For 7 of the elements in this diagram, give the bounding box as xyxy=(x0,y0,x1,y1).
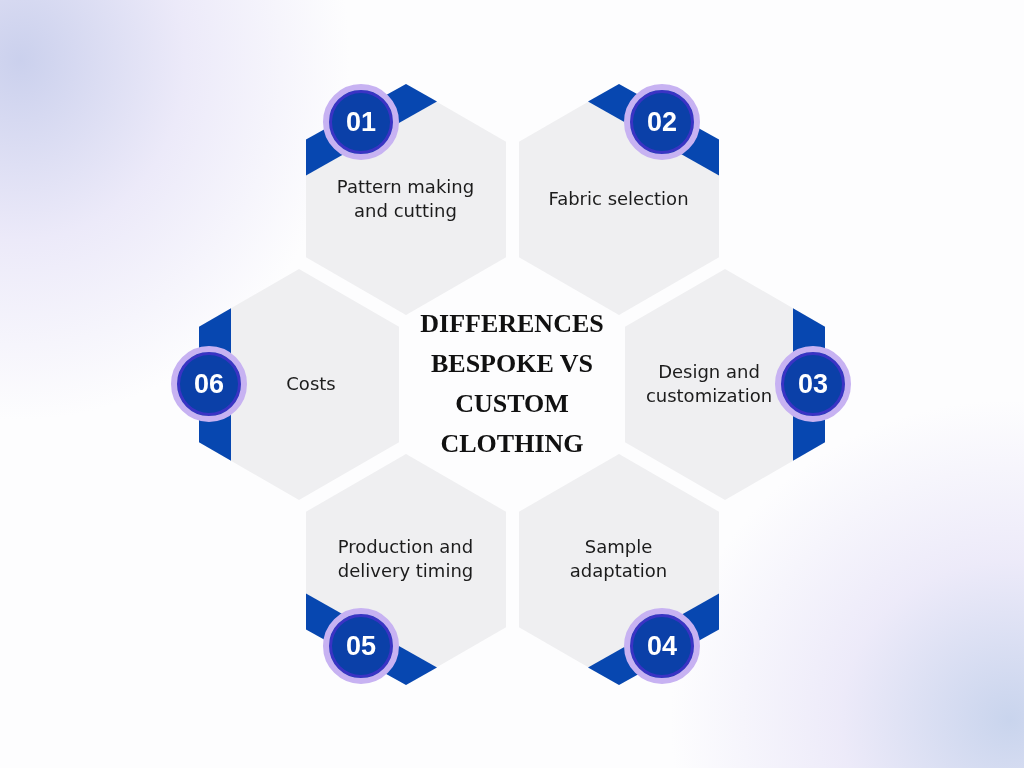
step-label: Fabric selection xyxy=(548,187,689,211)
step-label: Design and customization xyxy=(644,360,774,408)
title-heading: DIFFERENCES BESPOKE VS CUSTOM CLOTHING xyxy=(419,308,605,460)
step-label: Costs xyxy=(286,372,336,396)
step-label: Production and delivery timing xyxy=(336,535,475,583)
step-label: Sample adaptation xyxy=(568,535,669,583)
step-label: Pattern making and cutting xyxy=(335,175,476,223)
